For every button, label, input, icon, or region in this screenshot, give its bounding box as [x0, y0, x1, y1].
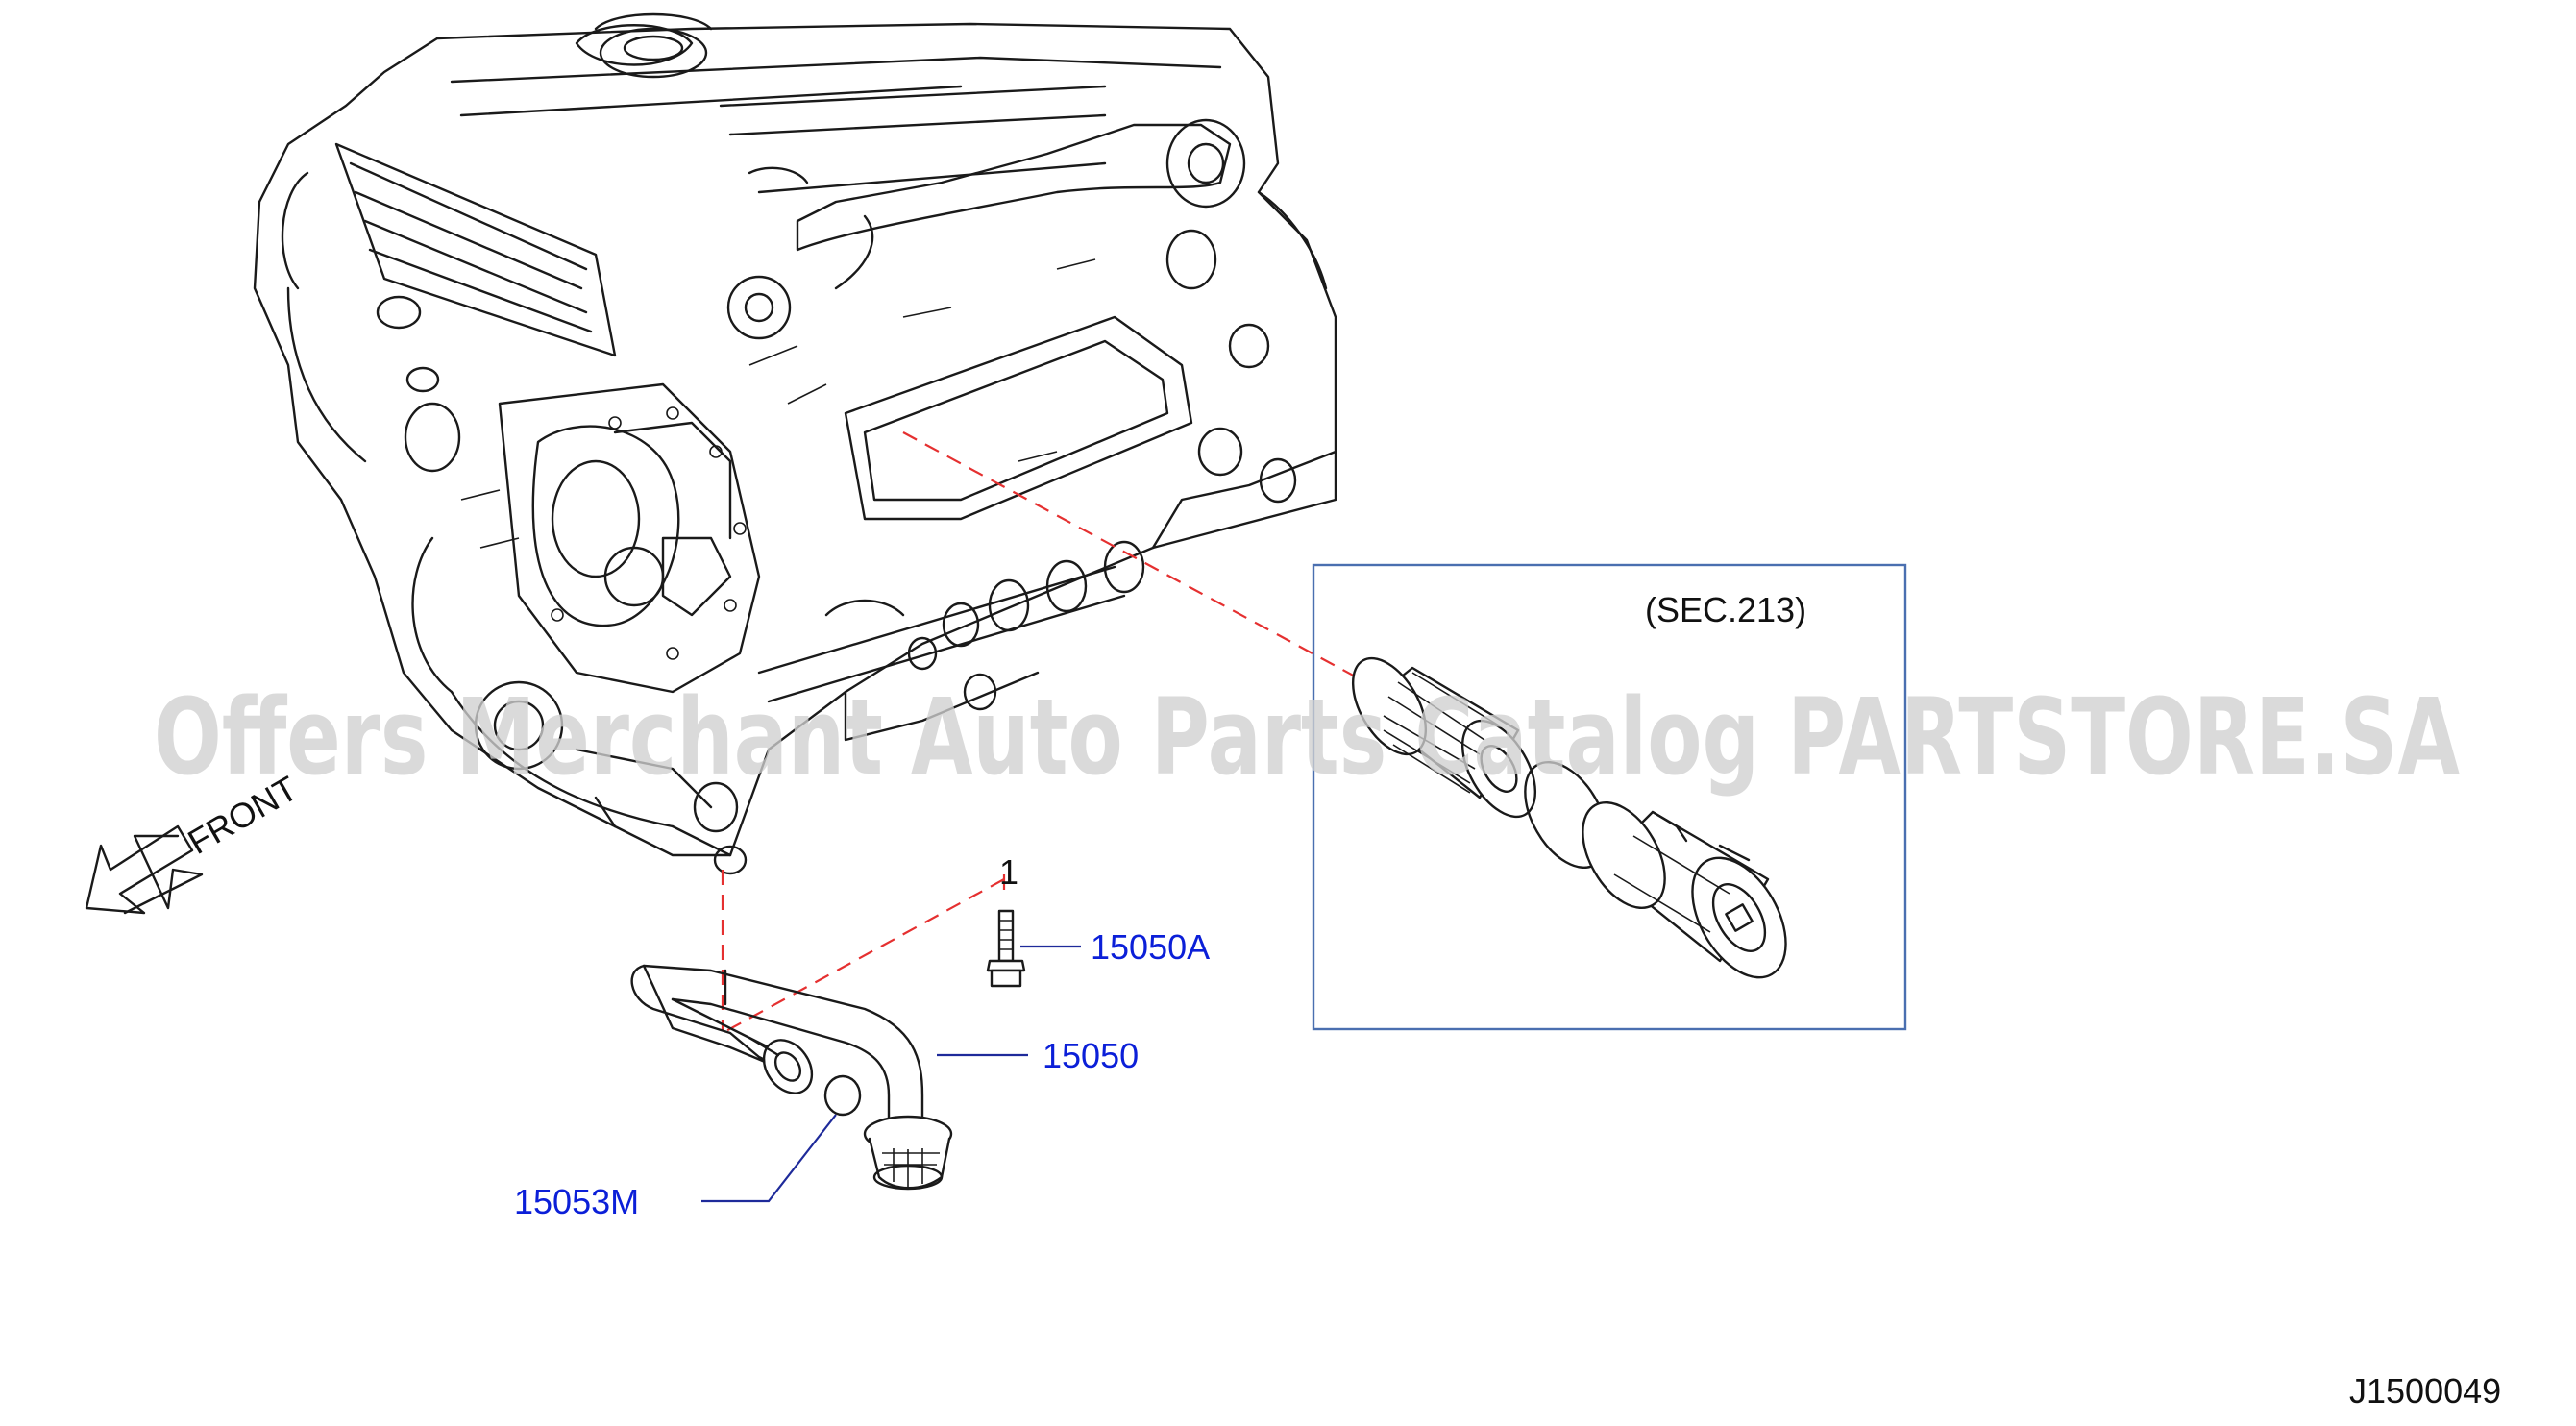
diagram-id: J1500049 — [2349, 1371, 2501, 1411]
bolt-part-number[interactable]: 15050A — [1091, 927, 1210, 967]
strainer-part-number[interactable]: 15050 — [1043, 1036, 1139, 1075]
bolt-drawing — [986, 909, 1026, 988]
front-direction-arrow — [85, 824, 204, 915]
guide-marker: 1 — [999, 852, 1018, 892]
dashed-guide-lines — [721, 431, 1385, 1034]
engine-block-drawing — [253, 12, 1337, 875]
filter-housing-cap-drawing — [1582, 800, 1787, 979]
oil-filter-element-drawing — [1351, 656, 1537, 819]
section-reference-label: (SEC.213) — [1645, 590, 1806, 629]
watermark-text: Offers Merchant Auto Parts Catalog PARTS… — [154, 676, 2460, 799]
strainer-o-ring-drawing — [823, 1074, 862, 1117]
o-ring-part-number[interactable]: 15053M — [514, 1182, 639, 1221]
oil-strainer-drawing — [630, 964, 953, 1191]
o-ring-leader-line — [701, 1114, 837, 1203]
section-reference-box — [1312, 563, 1907, 1031]
